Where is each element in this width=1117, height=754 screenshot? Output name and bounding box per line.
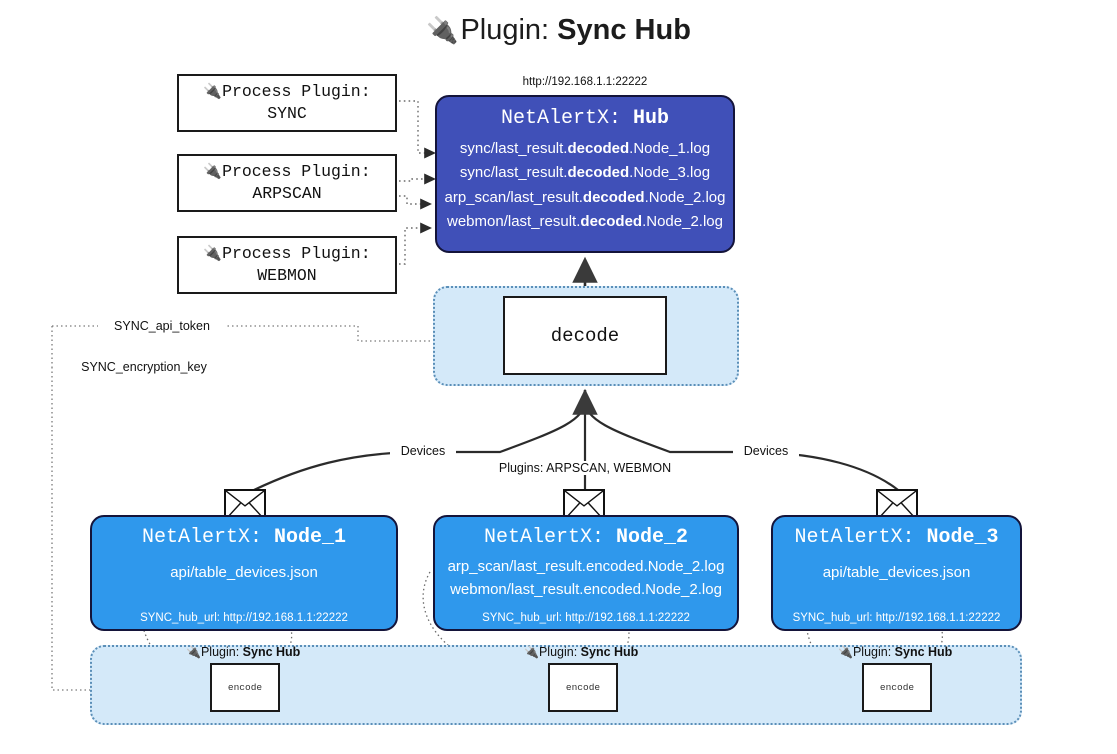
- node-title-name: Node_2: [616, 526, 689, 549]
- hub-title-name: Hub: [633, 107, 670, 130]
- log-mid: decoded: [567, 164, 630, 182]
- page-title-name: Sync Hub: [557, 14, 691, 46]
- node-title-prefix: NetAlertX:: [141, 526, 274, 549]
- plug-icon: 🔌: [838, 645, 853, 659]
- plug-icon: 🔌: [203, 244, 223, 263]
- node-box-node-1[interactable]: NetAlertX: Node_1 api/table_devices.json…: [90, 515, 398, 631]
- encoder-plugin-tag-3: 🔌Plugin: Sync Hub: [838, 645, 952, 659]
- node-title-name: Node_3: [926, 526, 999, 549]
- node-box-node-3[interactable]: NetAlertX: Node_3 api/table_devices.json…: [771, 515, 1022, 631]
- hub-log-row: webmon/last_result.decoded.Node_2.log: [437, 210, 733, 234]
- log-pre: sync/last_result.: [459, 140, 568, 157]
- log-post: .Node_2.log: [644, 188, 726, 206]
- plugin-tag-prefix: Plugin:: [538, 645, 581, 659]
- process-plugin-name: ARPSCAN: [252, 184, 322, 203]
- hub-log-row: arp_scan/last_result.decoded.Node_2.log: [437, 186, 733, 210]
- node-hub-url: SYNC_hub_url: http://192.168.1.1:22222: [140, 612, 348, 624]
- plug-icon: 🔌: [186, 645, 201, 659]
- node-title-prefix: NetAlertX:: [483, 526, 616, 549]
- node-box-node-2[interactable]: NetAlertX: Node_2 arp_scan/last_result.e…: [433, 515, 739, 631]
- edge-label-devices-left: Devices: [390, 444, 456, 458]
- decode-box[interactable]: decode: [503, 296, 667, 375]
- plug-icon: 🔌: [203, 162, 223, 181]
- node-resource-line: arp_scan/last_result.encoded.Node_2.log: [447, 558, 725, 575]
- plugin-tag-name: Sync Hub: [894, 645, 953, 659]
- log-post: .Node_2.log: [642, 212, 723, 230]
- encoder-plugin-tag-1: 🔌Plugin: Sync Hub: [186, 645, 300, 659]
- plugin-tag-prefix: Plugin:: [852, 645, 895, 659]
- encode-box-3[interactable]: encode: [862, 663, 932, 712]
- process-plugin-sync[interactable]: 🔌Process Plugin: SYNC: [177, 74, 397, 132]
- plugin-tag-prefix: Plugin:: [200, 645, 243, 659]
- node-resource-line: api/table_devices.json: [170, 564, 318, 581]
- process-plugin-name: SYNC: [267, 104, 307, 123]
- hub-node[interactable]: NetAlertX: Hub sync/last_result.decoded.…: [435, 95, 735, 253]
- encode-box-1[interactable]: encode: [210, 663, 280, 712]
- encode-box-2[interactable]: encode: [548, 663, 618, 712]
- log-post: .Node_3.log: [629, 164, 711, 182]
- log-post: .Node_1.log: [629, 140, 711, 157]
- plug-icon: 🔌: [203, 82, 223, 101]
- process-plugin-label: Process Plugin:: [222, 162, 371, 182]
- log-mid: decoded: [580, 212, 643, 230]
- process-plugin-label: Process Plugin:: [222, 82, 371, 102]
- node-hub-url: SYNC_hub_url: http://192.168.1.1:22222: [482, 612, 690, 624]
- hub-log-row: sync/last_result.decoded.Node_1.log: [437, 137, 733, 161]
- node-resource-line: webmon/last_result.encoded.Node_2.log: [450, 581, 722, 599]
- log-pre: webmon/last_result.: [447, 212, 581, 230]
- log-mid: decoded: [567, 140, 630, 157]
- plug-icon: 🔌: [524, 645, 539, 659]
- hub-title-prefix: NetAlertX:: [500, 107, 633, 130]
- plug-icon: 🔌: [426, 15, 459, 45]
- process-plugin-arpscan[interactable]: 🔌Process Plugin: ARPSCAN: [177, 154, 397, 212]
- hub-log-row: sync/last_result.decoded.Node_3.log: [437, 161, 733, 185]
- edge-label-plugins: Plugins: ARPSCAN, WEBMON: [495, 461, 675, 475]
- log-mid: decoded: [582, 188, 645, 206]
- sync-encryption-key-label: SYNC_encryption_key: [60, 360, 228, 374]
- sync-api-token-label: SYNC_api_token: [98, 319, 226, 333]
- page-title-prefix: Plugin:: [460, 14, 558, 46]
- process-plugin-label: Process Plugin:: [222, 244, 371, 264]
- log-pre: arp_scan/last_result.: [444, 188, 583, 206]
- process-plugin-name: WEBMON: [257, 266, 317, 285]
- node-resource-line: api/table_devices.json: [822, 564, 971, 581]
- page-title: 🔌Plugin: Sync Hub: [0, 14, 1117, 47]
- log-pre: sync/last_result.: [459, 164, 568, 182]
- node-title: NetAlertX: Node_2: [435, 526, 737, 549]
- plugin-tag-name: Sync Hub: [242, 645, 301, 659]
- node-title: NetAlertX: Node_3: [773, 526, 1020, 549]
- node-title-name: Node_1: [274, 526, 347, 549]
- node-title-prefix: NetAlertX:: [794, 526, 927, 549]
- process-plugin-webmon[interactable]: 🔌Process Plugin: WEBMON: [177, 236, 397, 294]
- node-hub-url: SYNC_hub_url: http://192.168.1.1:22222: [792, 612, 1001, 624]
- node-title: NetAlertX: Node_1: [92, 526, 396, 549]
- plugin-tag-name: Sync Hub: [580, 645, 639, 659]
- hub-title: NetAlertX: Hub: [437, 107, 733, 130]
- hub-url-label: http://192.168.1.1:22222: [522, 76, 648, 88]
- edge-label-devices-right: Devices: [733, 444, 799, 458]
- encoder-plugin-tag-2: 🔌Plugin: Sync Hub: [524, 645, 638, 659]
